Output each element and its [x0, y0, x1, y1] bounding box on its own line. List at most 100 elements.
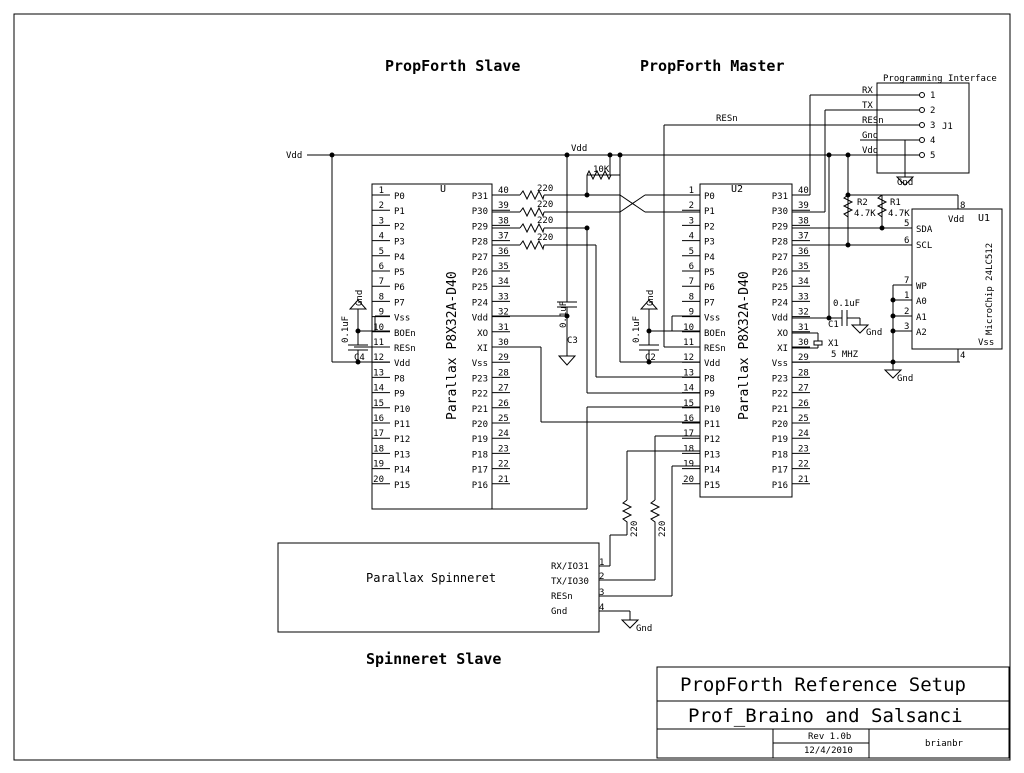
pin-name: P9: [394, 390, 405, 400]
pin-number: 25: [498, 414, 509, 424]
resistor-value: 4.7K: [854, 209, 876, 219]
pin-number: 25: [798, 414, 809, 424]
header-pin-label: RESn: [862, 116, 884, 126]
resistor-icon: [519, 189, 545, 201]
pin-name: P31: [472, 192, 488, 202]
pin-name: P11: [394, 420, 410, 430]
u1-pin-num: 5: [904, 219, 909, 229]
header-pin-num: 1: [930, 91, 935, 101]
resistor-value: 220: [537, 233, 553, 243]
pin-number: 38: [498, 216, 509, 226]
u1-pin-label: A2: [916, 328, 927, 338]
pin-number: 29: [798, 353, 809, 363]
pin-name: P1: [394, 207, 405, 217]
gnd-icon: [348, 299, 368, 310]
pin-number: 14: [373, 384, 384, 394]
pin-name: P21: [472, 405, 488, 415]
capacitor-ref: C1: [828, 320, 839, 330]
capacitor-value: 0.1uF: [833, 299, 860, 309]
pin-name: P20: [472, 420, 488, 430]
resistor-icon: [842, 194, 854, 222]
resistor-ref: R2: [857, 198, 868, 208]
pin-number: 32: [498, 308, 509, 318]
pin-number: 17: [373, 429, 384, 439]
resistor-value: 220: [630, 521, 640, 537]
gnd-label: Gnd: [636, 624, 652, 634]
pin-name: P21: [772, 405, 788, 415]
pin-name: P11: [704, 420, 720, 430]
pin-name: P3: [394, 238, 405, 248]
pin-name: P4: [394, 253, 405, 263]
header-pin-num: 4: [930, 136, 935, 146]
pin-number: 21: [798, 475, 809, 485]
pin-name: P25: [472, 283, 488, 293]
pin-number: 38: [798, 216, 809, 226]
pin-number: 4: [689, 232, 694, 242]
resistor-value: 10K: [593, 165, 610, 175]
gnd-icon: [557, 355, 577, 366]
pin-name: P22: [772, 390, 788, 400]
resistor-icon: [519, 206, 545, 218]
pin-name: P8: [704, 374, 715, 384]
gnd-label: Gnd: [646, 290, 656, 306]
gnd-label: Gnd: [897, 178, 913, 188]
header-pin-label: Gnd: [862, 131, 878, 141]
pin-number: 18: [683, 444, 694, 454]
pin-number: 29: [498, 353, 509, 363]
pin-name: P6: [394, 283, 405, 293]
pin-number: 27: [798, 384, 809, 394]
pin-number: 22: [498, 460, 509, 470]
pin-number: 7: [379, 277, 384, 287]
capacitor-ref: C4: [354, 353, 365, 363]
pin-number: 2: [379, 201, 384, 211]
pin-number: 5: [379, 247, 384, 257]
pin-name: P14: [394, 466, 410, 476]
pin-name: XI: [777, 344, 788, 354]
pin-number: 23: [498, 444, 509, 454]
pin-number: 13: [373, 368, 384, 378]
pin-name: P6: [704, 283, 715, 293]
u1-pin-num: 2: [904, 307, 909, 317]
pin-name: P30: [772, 207, 788, 217]
pin-name: Vdd: [394, 359, 410, 369]
resistor-icon: [876, 194, 888, 222]
pin-name: Vdd: [704, 359, 720, 369]
spinneret-pin-label: RESn: [551, 592, 573, 602]
pin-name: P13: [394, 450, 410, 460]
resistor-icon: [519, 222, 545, 234]
u1-pin-label: A1: [916, 313, 927, 323]
resistor-icon: [649, 499, 661, 525]
header-pin-num: 2: [930, 106, 935, 116]
pin-name: P0: [394, 192, 405, 202]
pin-number: 34: [498, 277, 509, 287]
pin-number: 14: [683, 384, 694, 394]
pin-number: 1: [689, 186, 694, 196]
pin-name: P3: [704, 238, 715, 248]
pin-number: 39: [798, 201, 809, 211]
pin-number: 26: [798, 399, 809, 409]
chip-u2-pins: 1P02P13P24P35P46P57P68P79Vss10BOEn11RESn…: [682, 186, 810, 491]
pin-name: RESn: [704, 344, 726, 354]
pin-number: 20: [683, 475, 694, 485]
pin-name: P28: [772, 238, 788, 248]
u1-pin-num: 4: [960, 351, 965, 361]
pin-number: 8: [689, 292, 694, 302]
pin-name: P23: [772, 374, 788, 384]
u1-pin-num: 7: [904, 276, 909, 286]
chip-u-part: Parallax P8X32A-D40: [445, 271, 460, 420]
resistor-icon: [586, 169, 612, 181]
spinneret-pin-label: Gnd: [551, 607, 567, 617]
header-j1-body: [876, 82, 970, 174]
pin-number: 37: [498, 232, 509, 242]
resistor-value: 220: [537, 184, 553, 194]
spinneret-pin-num: 2: [599, 572, 604, 582]
chip-u1-part: MicroChip 24LC512: [985, 243, 995, 335]
pin-name: P5: [394, 268, 405, 278]
pin-name: Vdd: [772, 314, 788, 324]
u1-pin-num: 1: [904, 291, 909, 301]
pin-number: 31: [798, 323, 809, 333]
resistor-ref: R1: [890, 198, 901, 208]
spinneret-pin-num: 3: [599, 588, 604, 598]
pin-number: 9: [689, 308, 694, 318]
chip-u2-part: Parallax P8X32A-D40: [737, 271, 752, 420]
